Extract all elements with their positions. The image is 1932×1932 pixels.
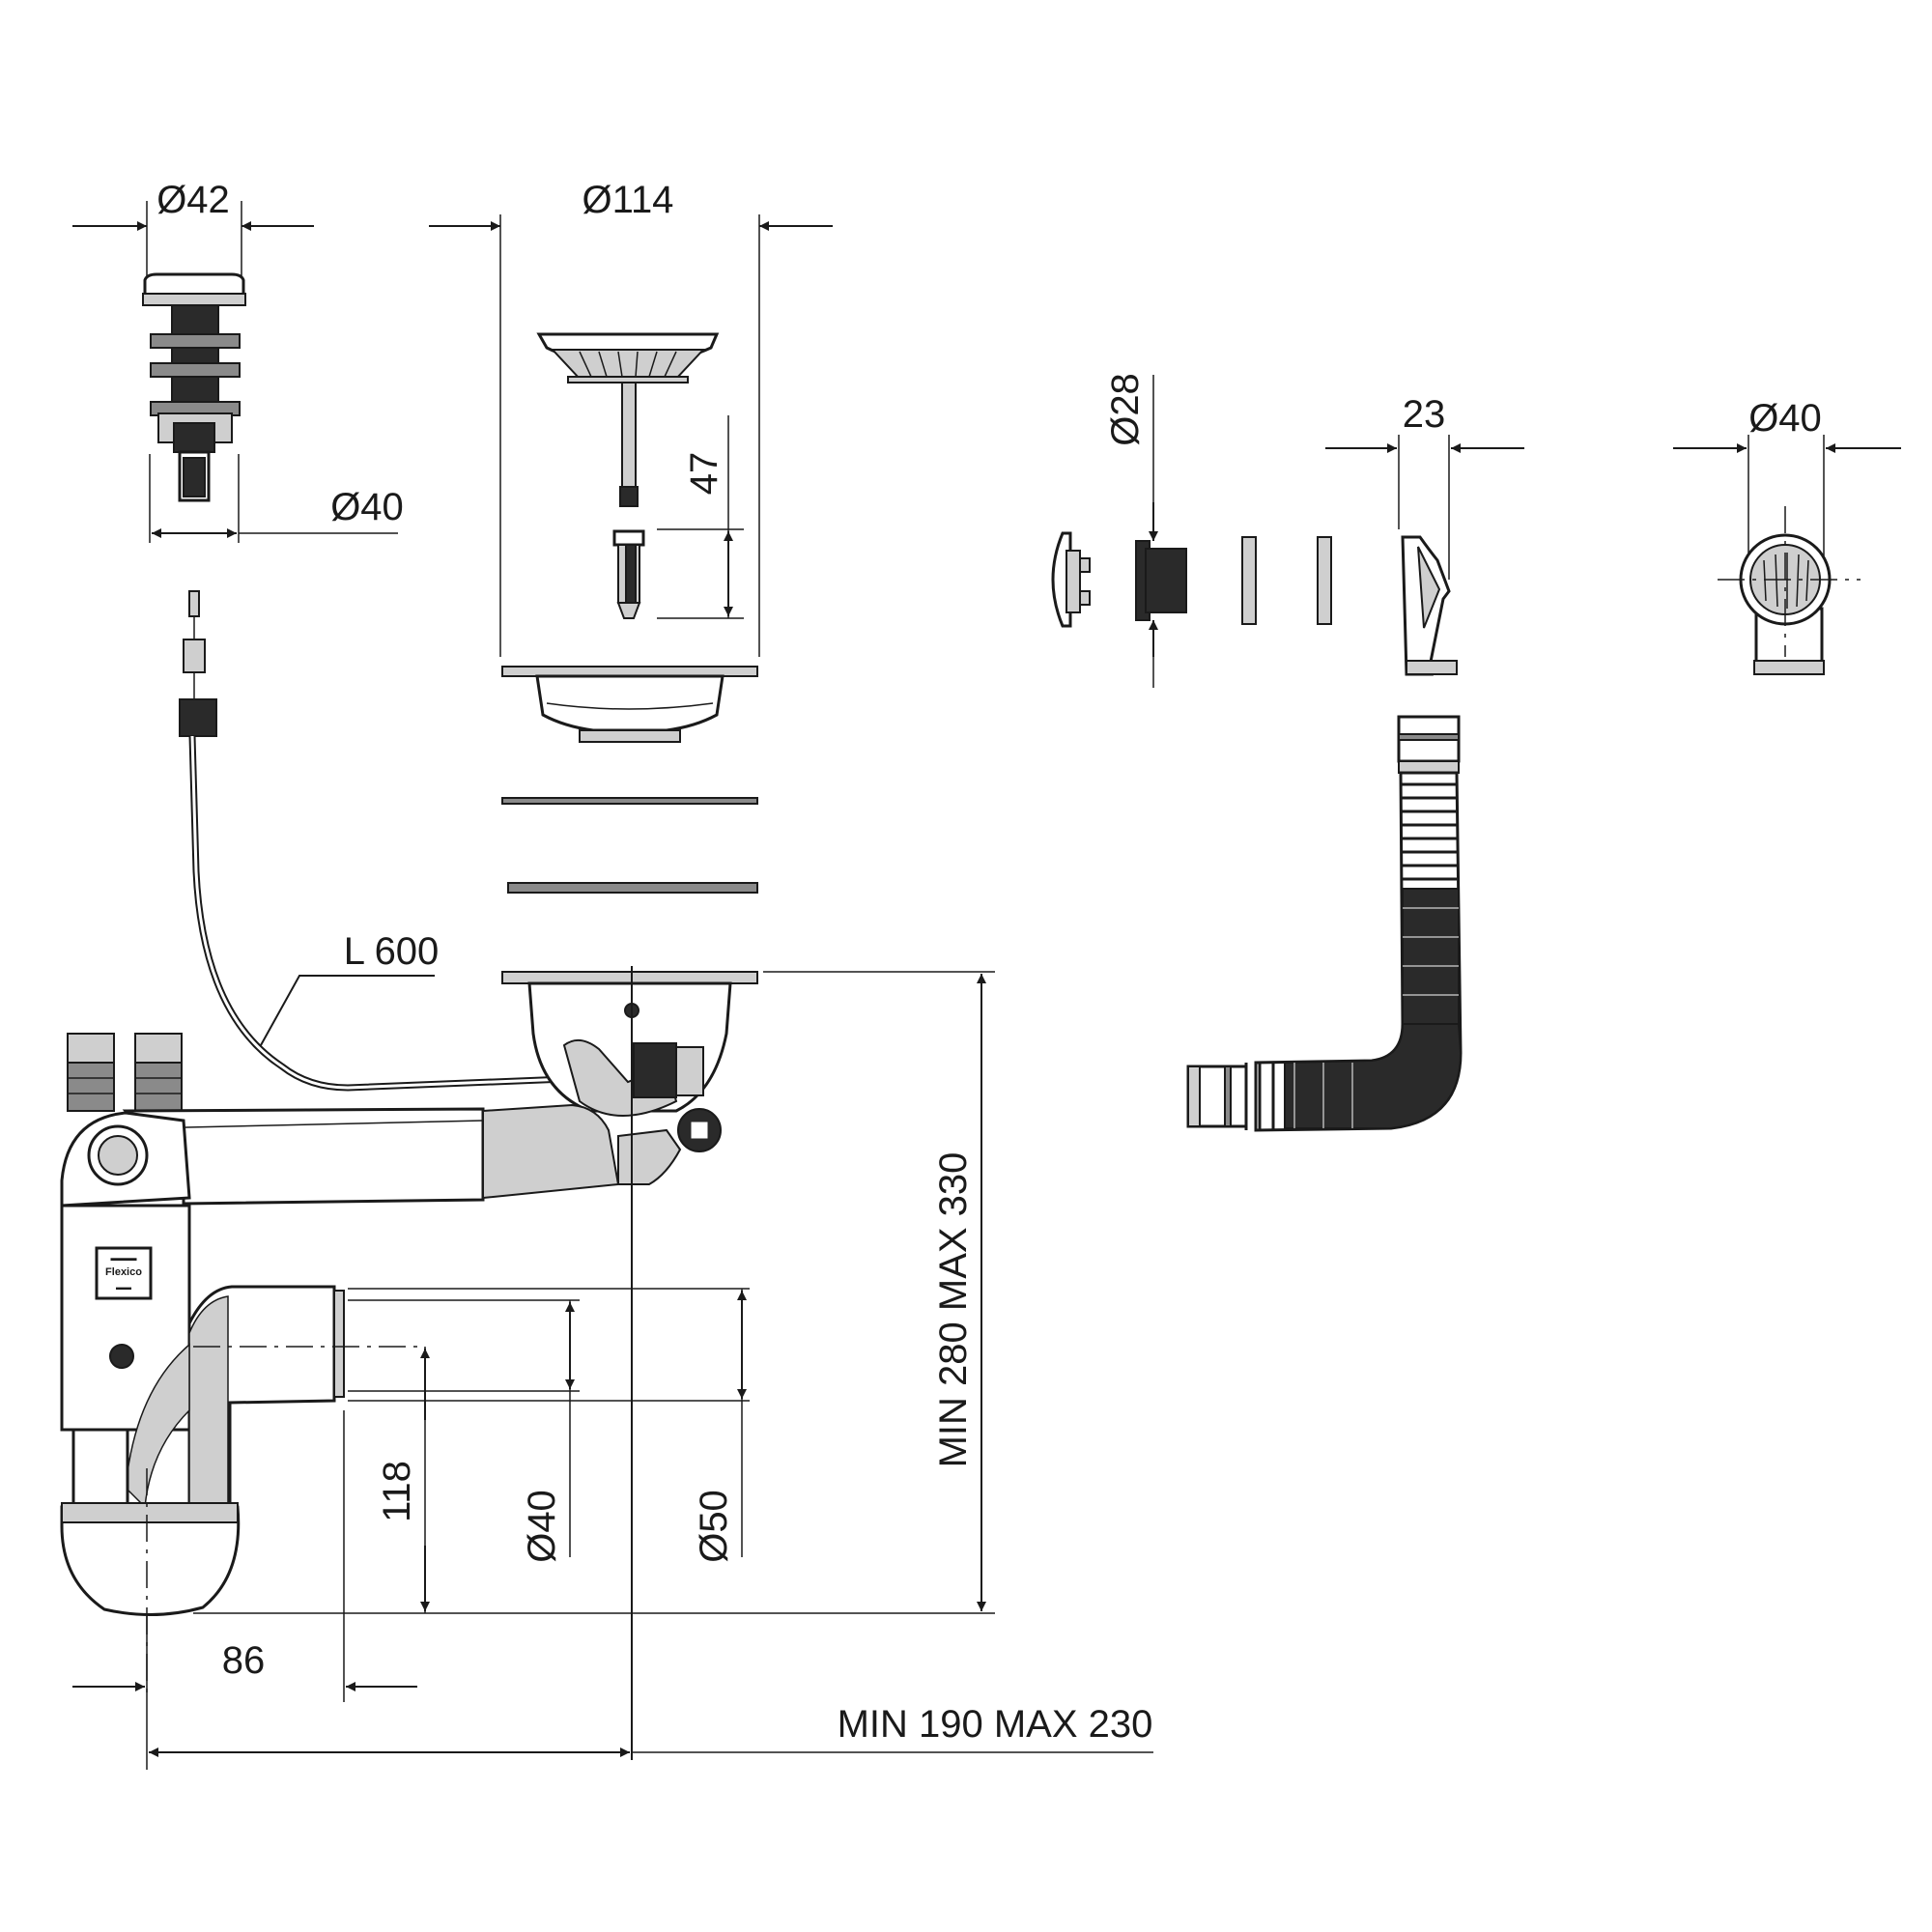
- dim-outlet-height: 118: [376, 1461, 418, 1522]
- dim-overflow-cap: Ø28: [1104, 373, 1147, 446]
- dim-overflow-width: 23: [1403, 393, 1446, 436]
- dim-strainer: Ø114: [582, 179, 674, 221]
- siphon-trap: ▬▬▬ Flexico ▬▬: [60, 1033, 620, 1700]
- dim-pushbutton-top: Ø42: [156, 179, 230, 221]
- dim-outlet-outer: Ø50: [693, 1490, 735, 1563]
- overflow-assembly: Ø28 23: [1051, 373, 1524, 688]
- dim-trap-height: MIN 280 MAX 330: [932, 1152, 975, 1468]
- flexible-hose: [1186, 715, 1463, 1132]
- pushbutton-assembly: Ø42 Ø40: [72, 179, 404, 543]
- trap-label-line-3: ▬▬: [116, 1283, 131, 1292]
- trap-label-line-2: Flexico: [105, 1266, 142, 1278]
- strainer-assembly: Ø114 47: [429, 179, 833, 1760]
- trap-label-line-1: ▬▬▬: [111, 1253, 137, 1263]
- dim-pushbutton-base: Ø40: [330, 486, 404, 528]
- dim-elbow: Ø40: [1748, 397, 1822, 440]
- dim-plug-height: 47: [683, 452, 725, 496]
- dim-cable-length: L 600: [344, 930, 440, 973]
- dim-outlet-inner: Ø40: [521, 1490, 563, 1563]
- overflow-elbow: Ø40: [1673, 397, 1901, 675]
- remote-cable: L 600: [179, 590, 639, 1092]
- dim-trap-offset: 86: [222, 1639, 266, 1682]
- dim-trap-depth: MIN 190 MAX 230: [838, 1703, 1153, 1746]
- trap-dimensions: 118 Ø40 Ø50 MIN 280 MAX 330 86 MIN 190 M…: [72, 971, 1153, 1770]
